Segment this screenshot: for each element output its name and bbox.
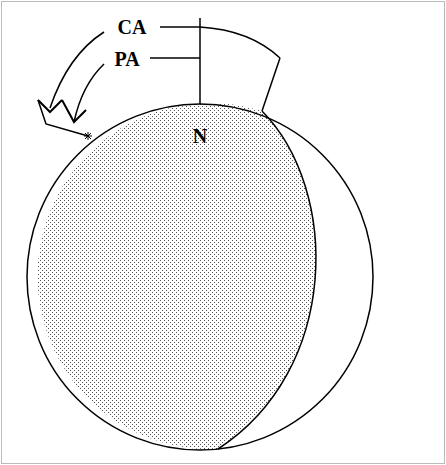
- direction-label: N: [193, 126, 207, 146]
- angle-label: PA: [114, 49, 139, 69]
- angle-label: CA: [118, 17, 147, 37]
